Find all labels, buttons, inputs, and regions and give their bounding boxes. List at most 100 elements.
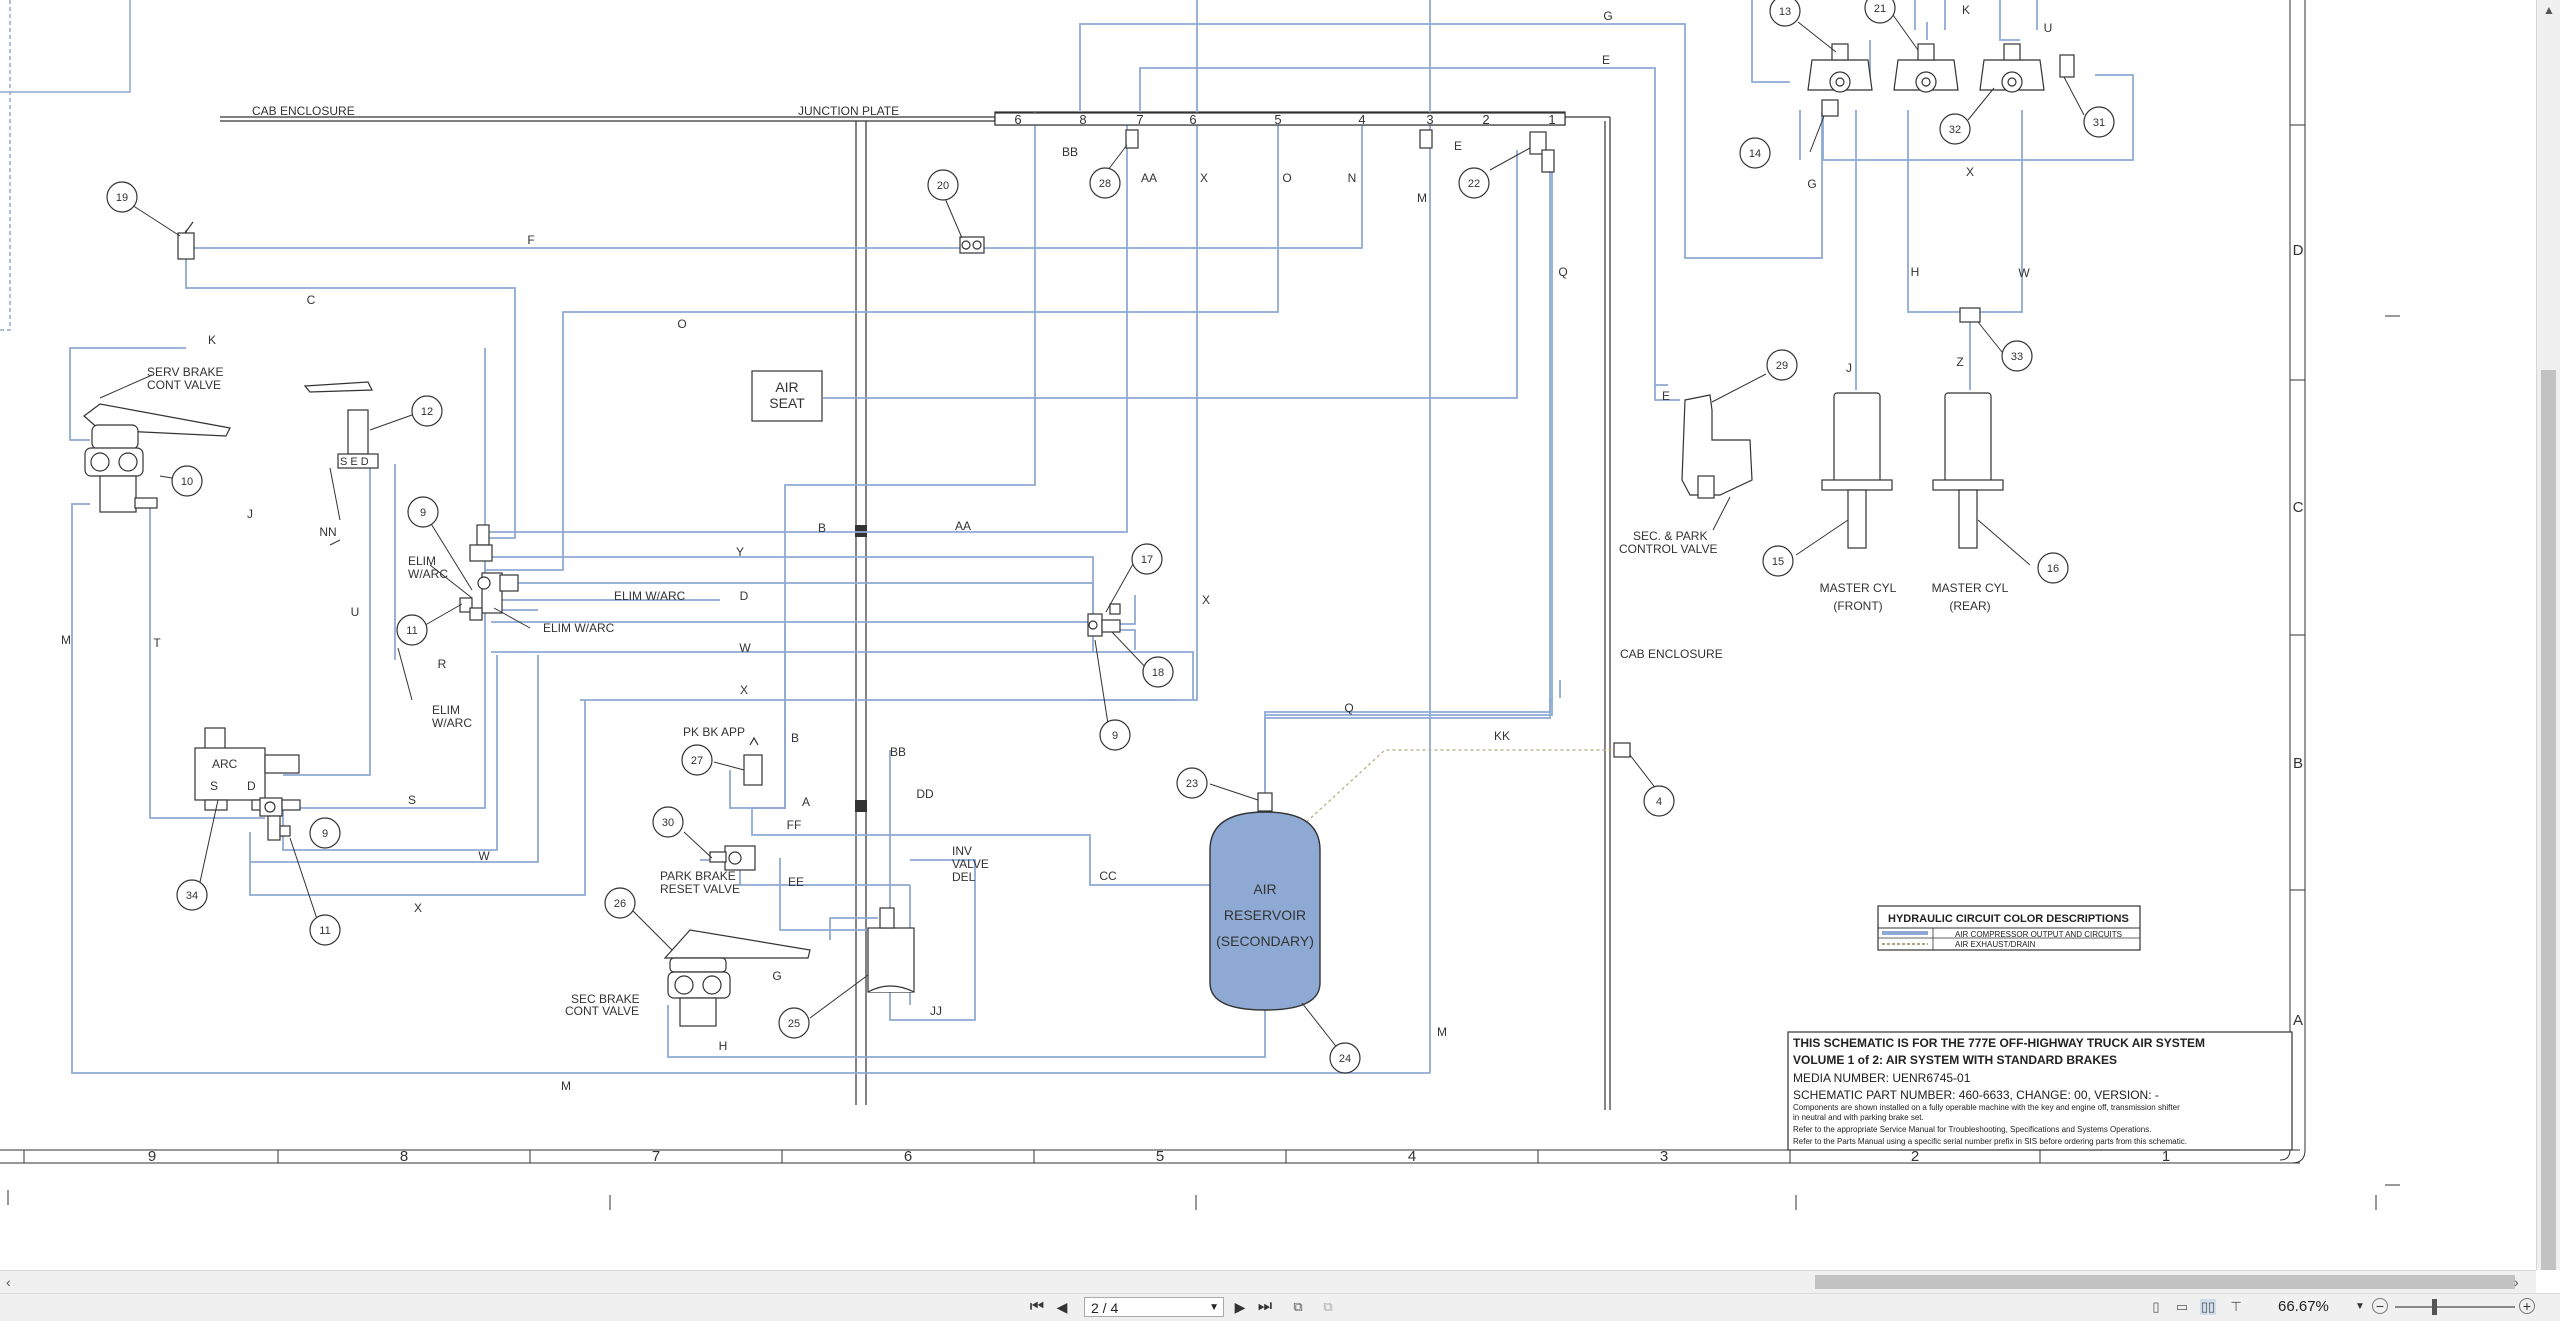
port-7: 7 [1136,112,1143,127]
previous-view-icon[interactable]: ⧉ [1293,1299,1303,1314]
cab-enclosure-right-label: CAB ENCLOSURE [1620,647,1723,661]
callout-10: 10 [181,476,193,488]
line-letter: BB [890,745,906,759]
zone-label-2: 2 [1911,1148,1919,1165]
master-rear-label-1: MASTER CYL [1932,581,2009,595]
zoom-slider-handle[interactable] [2432,1299,2437,1315]
line-letter: X [1966,165,1974,179]
zone-label-c: C [2293,499,2304,516]
zoom-slider[interactable] [2395,1306,2515,1308]
scroll-left-icon[interactable]: ‹ [6,1274,11,1290]
port-6b: 6 [1189,112,1196,127]
previous-page-button[interactable]: ◀ [1056,1299,1068,1315]
scroll-right-icon[interactable]: › [2514,1274,2519,1290]
line-letter: Q [1558,265,1567,279]
line-letter: K [1962,3,1970,17]
chevron-down-icon[interactable]: ▼ [1209,1302,1219,1313]
continuous-view-icon[interactable]: ▭ [2175,1299,2189,1314]
serv-brake-label-2: CONT VALVE [147,378,221,392]
page-number-input[interactable]: 2 / 4 ▼ [1084,1297,1224,1317]
callout-25: 25 [788,1018,800,1030]
title-note-1: Components are shown installed on a full… [1793,1103,2180,1112]
horizontal-scrollbar[interactable]: ‹ › [0,1270,2536,1293]
vertical-scroll-thumb[interactable] [2541,370,2556,1270]
cab-enclosure-wall [220,111,1611,1110]
zone-label-4: 4 [1408,1148,1416,1165]
port-8: 8 [1079,112,1086,127]
zone-label-7: 7 [652,1148,660,1165]
line-letter: X [1200,171,1208,185]
callout-29: 29 [1776,360,1788,372]
junction-plate-label: JUNCTION PLATE [798,104,899,118]
park-reset-label-2: RESET VALVE [660,882,740,896]
line-letter: W [2018,266,2030,280]
zone-label-8: 8 [400,1148,408,1165]
single-page-view-icon[interactable]: ▯ [2152,1299,2160,1314]
air-seat-label-2: SEAT [769,395,805,411]
port-4: 4 [1358,112,1365,127]
legend-item-compressor: AIR COMPRESSOR OUTPUT AND CIRCUITS [1955,930,2122,939]
arc-s-label: S [210,779,218,793]
first-page-button[interactable]: ⏮ [1029,1298,1045,1315]
sed-label: S E D [340,456,369,468]
zoom-dropdown-icon[interactable]: ▼ [2355,1301,2365,1312]
line-letter: A [802,795,810,809]
master-rear-label-2: (REAR) [1949,599,1990,613]
zone-label-5: 5 [1156,1148,1164,1165]
zoom-out-button[interactable]: − [2372,1298,2388,1314]
elim-label-4a: ELIM [432,703,460,717]
callout-13: 13 [1779,6,1791,18]
line-letter: AA [1141,171,1157,185]
line-letter: B [791,731,799,745]
port-5: 5 [1274,112,1281,127]
next-view-icon[interactable]: ⧉ [1323,1299,1333,1314]
zoom-level[interactable]: 66.67% [2278,1298,2329,1315]
horizontal-scroll-thumb[interactable] [1815,1275,2515,1289]
component-19-valve [177,232,195,260]
park-reset-label-1: PARK BRAKE [660,869,736,883]
elim-label-2: ELIM W/ARC [614,589,686,603]
arc-label: ARC [212,757,238,771]
callout-17: 17 [1141,554,1153,566]
line-letter: EE [788,875,804,889]
title-note-3: Refer to the appropriate Service Manual … [1793,1125,2151,1134]
callout-20: 20 [937,180,949,192]
zoom-in-button[interactable]: + [2519,1298,2535,1314]
color-legend: HYDRAULIC CIRCUIT COLOR DESCRIPTIONS AIR… [1877,905,2141,951]
port-3: 3 [1426,112,1433,127]
master-front-label-2: (FRONT) [1833,599,1882,613]
sec-park-label-1: SEC. & PARK [1633,529,1707,543]
line-letter: M [1417,191,1427,205]
line-letter: R [438,657,447,671]
elim-label-4b: W/ARC [432,716,472,730]
sec-brake-label-1: SEC BRAKE [571,992,640,1006]
inv-label-1: INV [952,844,972,858]
line-letter: B [818,521,826,535]
split-view-icon[interactable]: ⊤ [2230,1299,2242,1314]
vertical-scrollbar[interactable]: ▲ [2536,0,2560,1270]
line-letter: J [1846,361,1852,375]
scroll-up-icon[interactable]: ▲ [2543,3,2555,17]
elim-label-1b: W/ARC [408,567,448,581]
status-bar: ⏮ ◀ 2 / 4 ▼ ▶ ⏭ ⧉ ⧉ ▯ ▭ ▯▯ ⊤ 66.67% ▼ − … [0,1293,2560,1321]
line-letter: BB [1062,145,1078,159]
line-letter: M [561,1079,571,1093]
callout-28: 28 [1099,178,1111,190]
callout-31: 31 [2093,117,2105,129]
legend-title: HYDRAULIC CIRCUIT COLOR DESCRIPTIONS [1888,913,2129,925]
next-page-button[interactable]: ▶ [1234,1299,1246,1315]
line-letter: Y [736,545,744,559]
callout-11a: 11 [406,625,417,637]
air-circuit-lines [69,0,2134,1074]
last-page-button[interactable]: ⏭ [1257,1298,1273,1315]
port-2: 2 [1482,112,1489,127]
callout-18: 18 [1152,667,1164,679]
line-letter: E [1662,389,1670,403]
callout-numbers: 19 20 28 22 12 10 9 11 17 18 9 27 30 26 … [116,3,2105,1065]
line-letter: E [1602,53,1610,67]
document-viewport[interactable]: 9 8 7 6 5 4 3 2 1 D C B A [0,0,2536,1270]
air-seat-box [751,370,823,422]
two-page-view-icon[interactable]: ▯▯ [2200,1299,2216,1315]
line-letter: H [1911,265,1920,279]
line-letter: N [1348,171,1357,185]
